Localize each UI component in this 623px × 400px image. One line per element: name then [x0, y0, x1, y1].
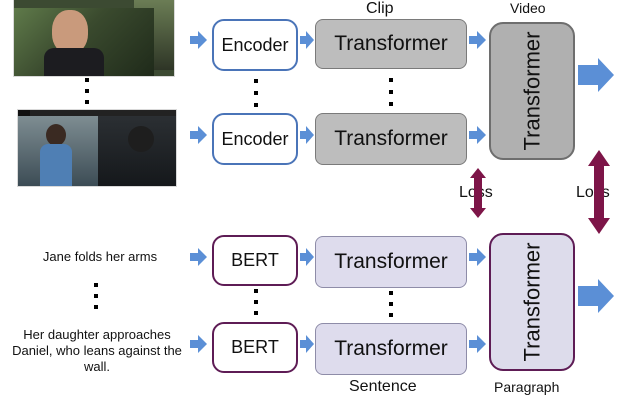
- video-transformer: Transformer: [489, 22, 575, 160]
- video-frame-stack-2: [18, 110, 176, 186]
- sentence-transformer-1: Transformer: [315, 236, 467, 288]
- encoder-box-1: Encoder: [212, 19, 298, 71]
- arrow-paragraph-output: [578, 279, 614, 313]
- clip-transformer-1: Transformer: [315, 19, 467, 69]
- bert-box-1: BERT: [212, 235, 298, 286]
- arrow-clip-to-video-2: [469, 126, 486, 144]
- arrow-sentence-to-paragraph-2: [469, 335, 486, 353]
- encoder-box-2: Encoder: [212, 113, 298, 165]
- ellipsis-bert: [254, 289, 258, 315]
- clip-transformer-2: Transformer: [315, 113, 467, 165]
- arrow-encoder-to-transformer-1: [300, 31, 314, 49]
- sentence-text-1: Jane folds her arms: [42, 249, 158, 264]
- ellipsis-encoders: [254, 79, 258, 107]
- loss-arrow-clip: [470, 168, 486, 218]
- arrow-sentence-to-bert-2: [190, 335, 207, 353]
- video-label: Video: [510, 0, 546, 16]
- clip-label: Clip: [366, 0, 394, 17]
- arrow-clip-to-video-1: [469, 31, 486, 49]
- arrow-encoder-to-transformer-2: [300, 126, 314, 144]
- ellipsis-frames: [85, 78, 89, 104]
- arrow-sentence-to-paragraph-1: [469, 248, 486, 266]
- bert-box-2: BERT: [212, 322, 298, 373]
- ellipsis-clip-transformers: [389, 78, 393, 106]
- paragraph-transformer: Transformer: [489, 233, 575, 371]
- arrow-frame-to-encoder-2: [190, 126, 207, 144]
- arrow-frame-to-encoder-1: [190, 31, 207, 49]
- sentence-label: Sentence: [349, 378, 417, 395]
- sentence-text-2: Her daughter approaches Daniel, who lean…: [12, 327, 182, 374]
- ellipsis-sentence-transformers: [389, 291, 393, 317]
- arrow-bert-to-transformer-1: [300, 248, 314, 266]
- video-frame-stack-1: [14, 0, 174, 76]
- sentence-transformer-2: Transformer: [315, 323, 467, 375]
- paragraph-label: Paragraph: [494, 379, 560, 395]
- arrow-video-output: [578, 58, 614, 92]
- arrow-bert-to-transformer-2: [300, 335, 314, 353]
- ellipsis-sentences: [94, 283, 98, 309]
- arrow-sentence-to-bert-1: [190, 248, 207, 266]
- loss-arrow-video: [588, 150, 610, 234]
